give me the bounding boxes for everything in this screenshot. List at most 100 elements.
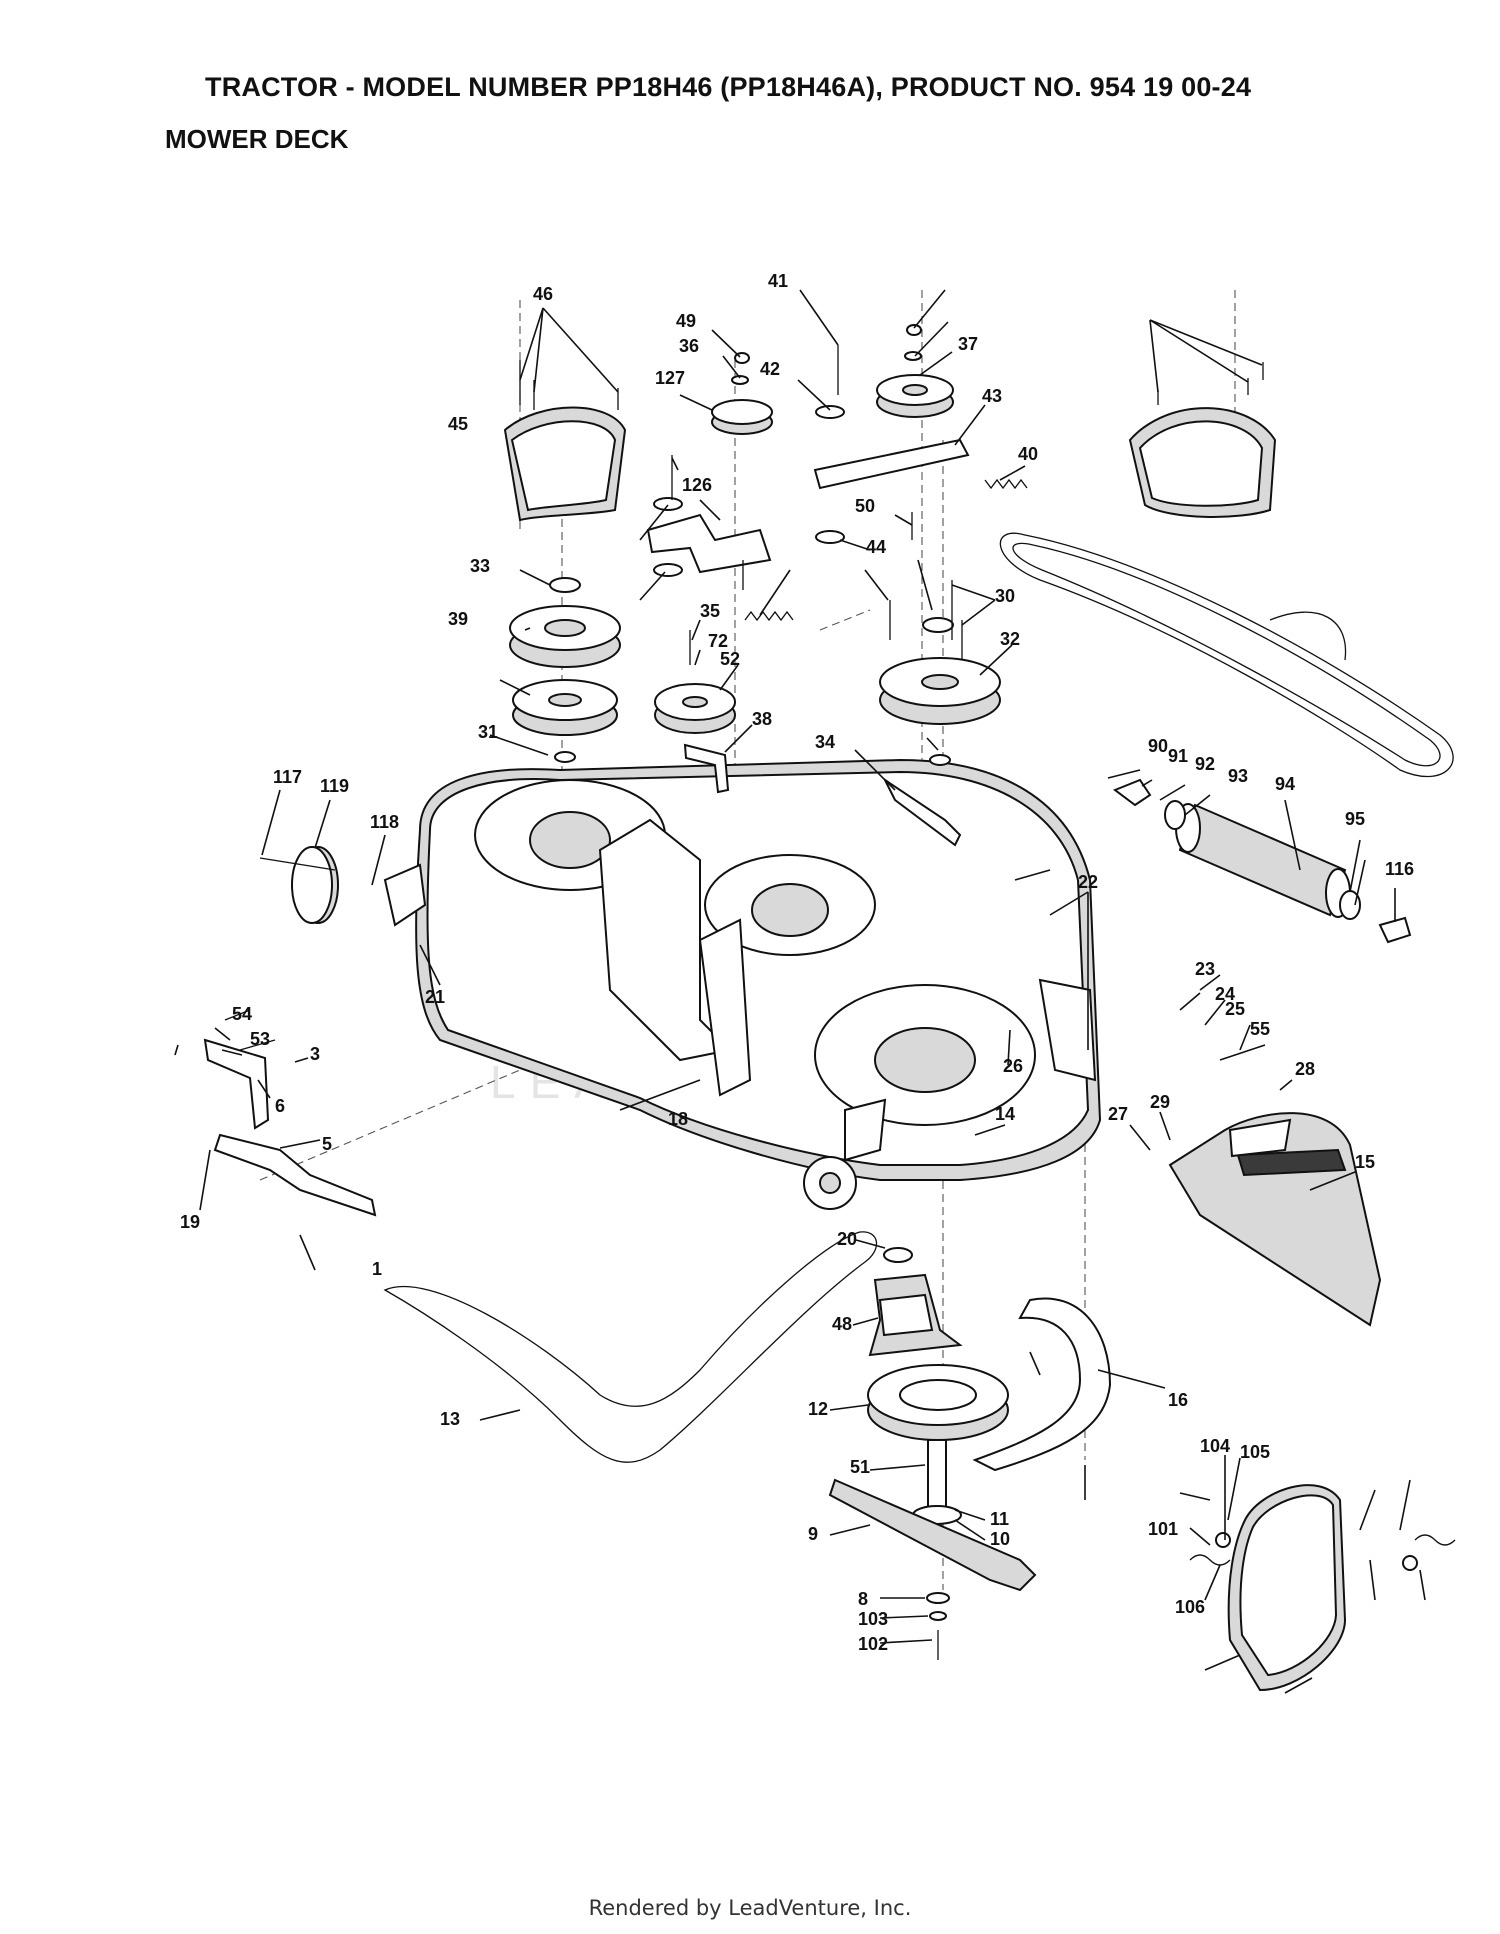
brackets	[683, 743, 962, 847]
callout: 48	[832, 1314, 852, 1334]
callout: 45	[448, 414, 468, 434]
callout: 32	[1000, 629, 1020, 649]
spindle-shaft-13	[912, 1439, 962, 1525]
roller-94	[1112, 778, 1412, 944]
callout: 15	[1355, 1152, 1375, 1172]
callout: 13	[440, 1409, 460, 1429]
callout: 37	[958, 334, 978, 354]
callout: 53	[250, 1029, 270, 1049]
callout: 1	[372, 1259, 382, 1279]
hanger-bracket-3	[203, 1009, 276, 1130]
callout: 8	[858, 1589, 868, 1609]
page-subtitle: MOWER DECK	[165, 124, 349, 154]
pulley-39	[509, 605, 621, 668]
callout: 54	[232, 1004, 252, 1024]
callout-labels: 46 49 36 41 127 42 37 43 45 40 126 50 44…	[180, 271, 1414, 1654]
callout: 34	[815, 732, 835, 752]
callout: 19	[180, 1212, 200, 1232]
callout: 105	[1240, 1442, 1270, 1462]
callout: 118	[370, 812, 399, 832]
callout: 38	[752, 709, 772, 729]
callout: 126	[682, 475, 712, 495]
callout: 22	[1078, 872, 1098, 892]
callout: 95	[1345, 809, 1365, 829]
blade-hardware	[926, 1592, 950, 1660]
gauge-wheel-117	[259, 846, 427, 927]
callout: 49	[676, 311, 696, 331]
belt-48	[383, 1231, 878, 1463]
callout: 119	[320, 776, 349, 796]
callout: 29	[1150, 1092, 1170, 1112]
callout: 12	[808, 1399, 828, 1419]
callout: 52	[720, 649, 740, 669]
callout: 116	[1385, 859, 1414, 879]
callout: 101	[1148, 1519, 1178, 1539]
callout: 43	[982, 386, 1002, 406]
callout: 28	[1295, 1059, 1315, 1079]
discharge-chute-27	[1168, 1112, 1382, 1327]
callout: 21	[425, 987, 445, 1007]
callout: 14	[995, 1104, 1015, 1124]
idler-pulley-52	[654, 683, 736, 734]
callout: 40	[1018, 444, 1038, 464]
callout: 33	[470, 556, 490, 576]
callout: 72	[708, 631, 728, 651]
callout: 102	[858, 1634, 888, 1654]
callout: 39	[448, 609, 468, 629]
callout: 90	[1148, 736, 1168, 756]
mulch-cover-101	[1189, 1484, 1456, 1692]
callout: 11	[990, 1509, 1009, 1529]
idler-arm-43	[813, 438, 970, 490]
callout: 46	[533, 284, 553, 304]
spring-40	[744, 478, 1028, 622]
callout: 51	[850, 1457, 870, 1477]
callout: 44	[866, 537, 886, 557]
callout: 30	[995, 586, 1015, 606]
callout: 9	[808, 1524, 818, 1544]
leader-lines	[174, 289, 1426, 1694]
callout: 94	[1275, 774, 1295, 794]
footer-credit: Rendered by LeadVenture, Inc.	[588, 1896, 912, 1920]
callout: 117	[273, 767, 302, 787]
callout: 42	[760, 359, 780, 379]
spindle-housing-14	[868, 1247, 963, 1357]
callout: 50	[855, 496, 875, 516]
callout: 5	[322, 1134, 332, 1154]
callout: 41	[768, 271, 788, 291]
callout: 103	[858, 1609, 888, 1629]
callout: 23	[1195, 959, 1215, 979]
callout: 18	[668, 1109, 688, 1129]
callout: 36	[679, 336, 699, 356]
idler-pulley-37	[876, 374, 954, 418]
callout: 6	[275, 1096, 285, 1116]
pulley-32-right	[879, 657, 1001, 725]
callout: 91	[1168, 746, 1188, 766]
callout: 3	[310, 1044, 320, 1064]
blade-11	[828, 1478, 1037, 1592]
belt-47	[999, 532, 1454, 778]
idler-arm-126	[646, 513, 772, 574]
callout: 93	[1228, 766, 1248, 786]
belt-cover-right	[1128, 407, 1277, 518]
pulley-32-left	[512, 679, 618, 736]
mower-deck	[415, 758, 1102, 1210]
baffle-20	[972, 1297, 1112, 1472]
callout: 127	[655, 368, 685, 388]
callout: 20	[837, 1229, 857, 1249]
belt-cover-left	[503, 406, 627, 522]
callout: 92	[1195, 754, 1215, 774]
callout: 104	[1200, 1436, 1230, 1456]
callout: 25	[1225, 999, 1245, 1019]
callout: 31	[478, 722, 498, 742]
callout: 27	[1108, 1104, 1128, 1124]
hardware	[519, 324, 1264, 766]
callout: 24	[1215, 984, 1235, 1004]
callout: 106	[1175, 1597, 1205, 1617]
page-title: TRACTOR - MODEL NUMBER PP18H46 (PP18H46A…	[205, 72, 1252, 102]
idler-pulley-127	[711, 399, 773, 435]
callout: 26	[1003, 1056, 1023, 1076]
callout: 10	[990, 1529, 1010, 1549]
callout: 55	[1250, 1019, 1270, 1039]
